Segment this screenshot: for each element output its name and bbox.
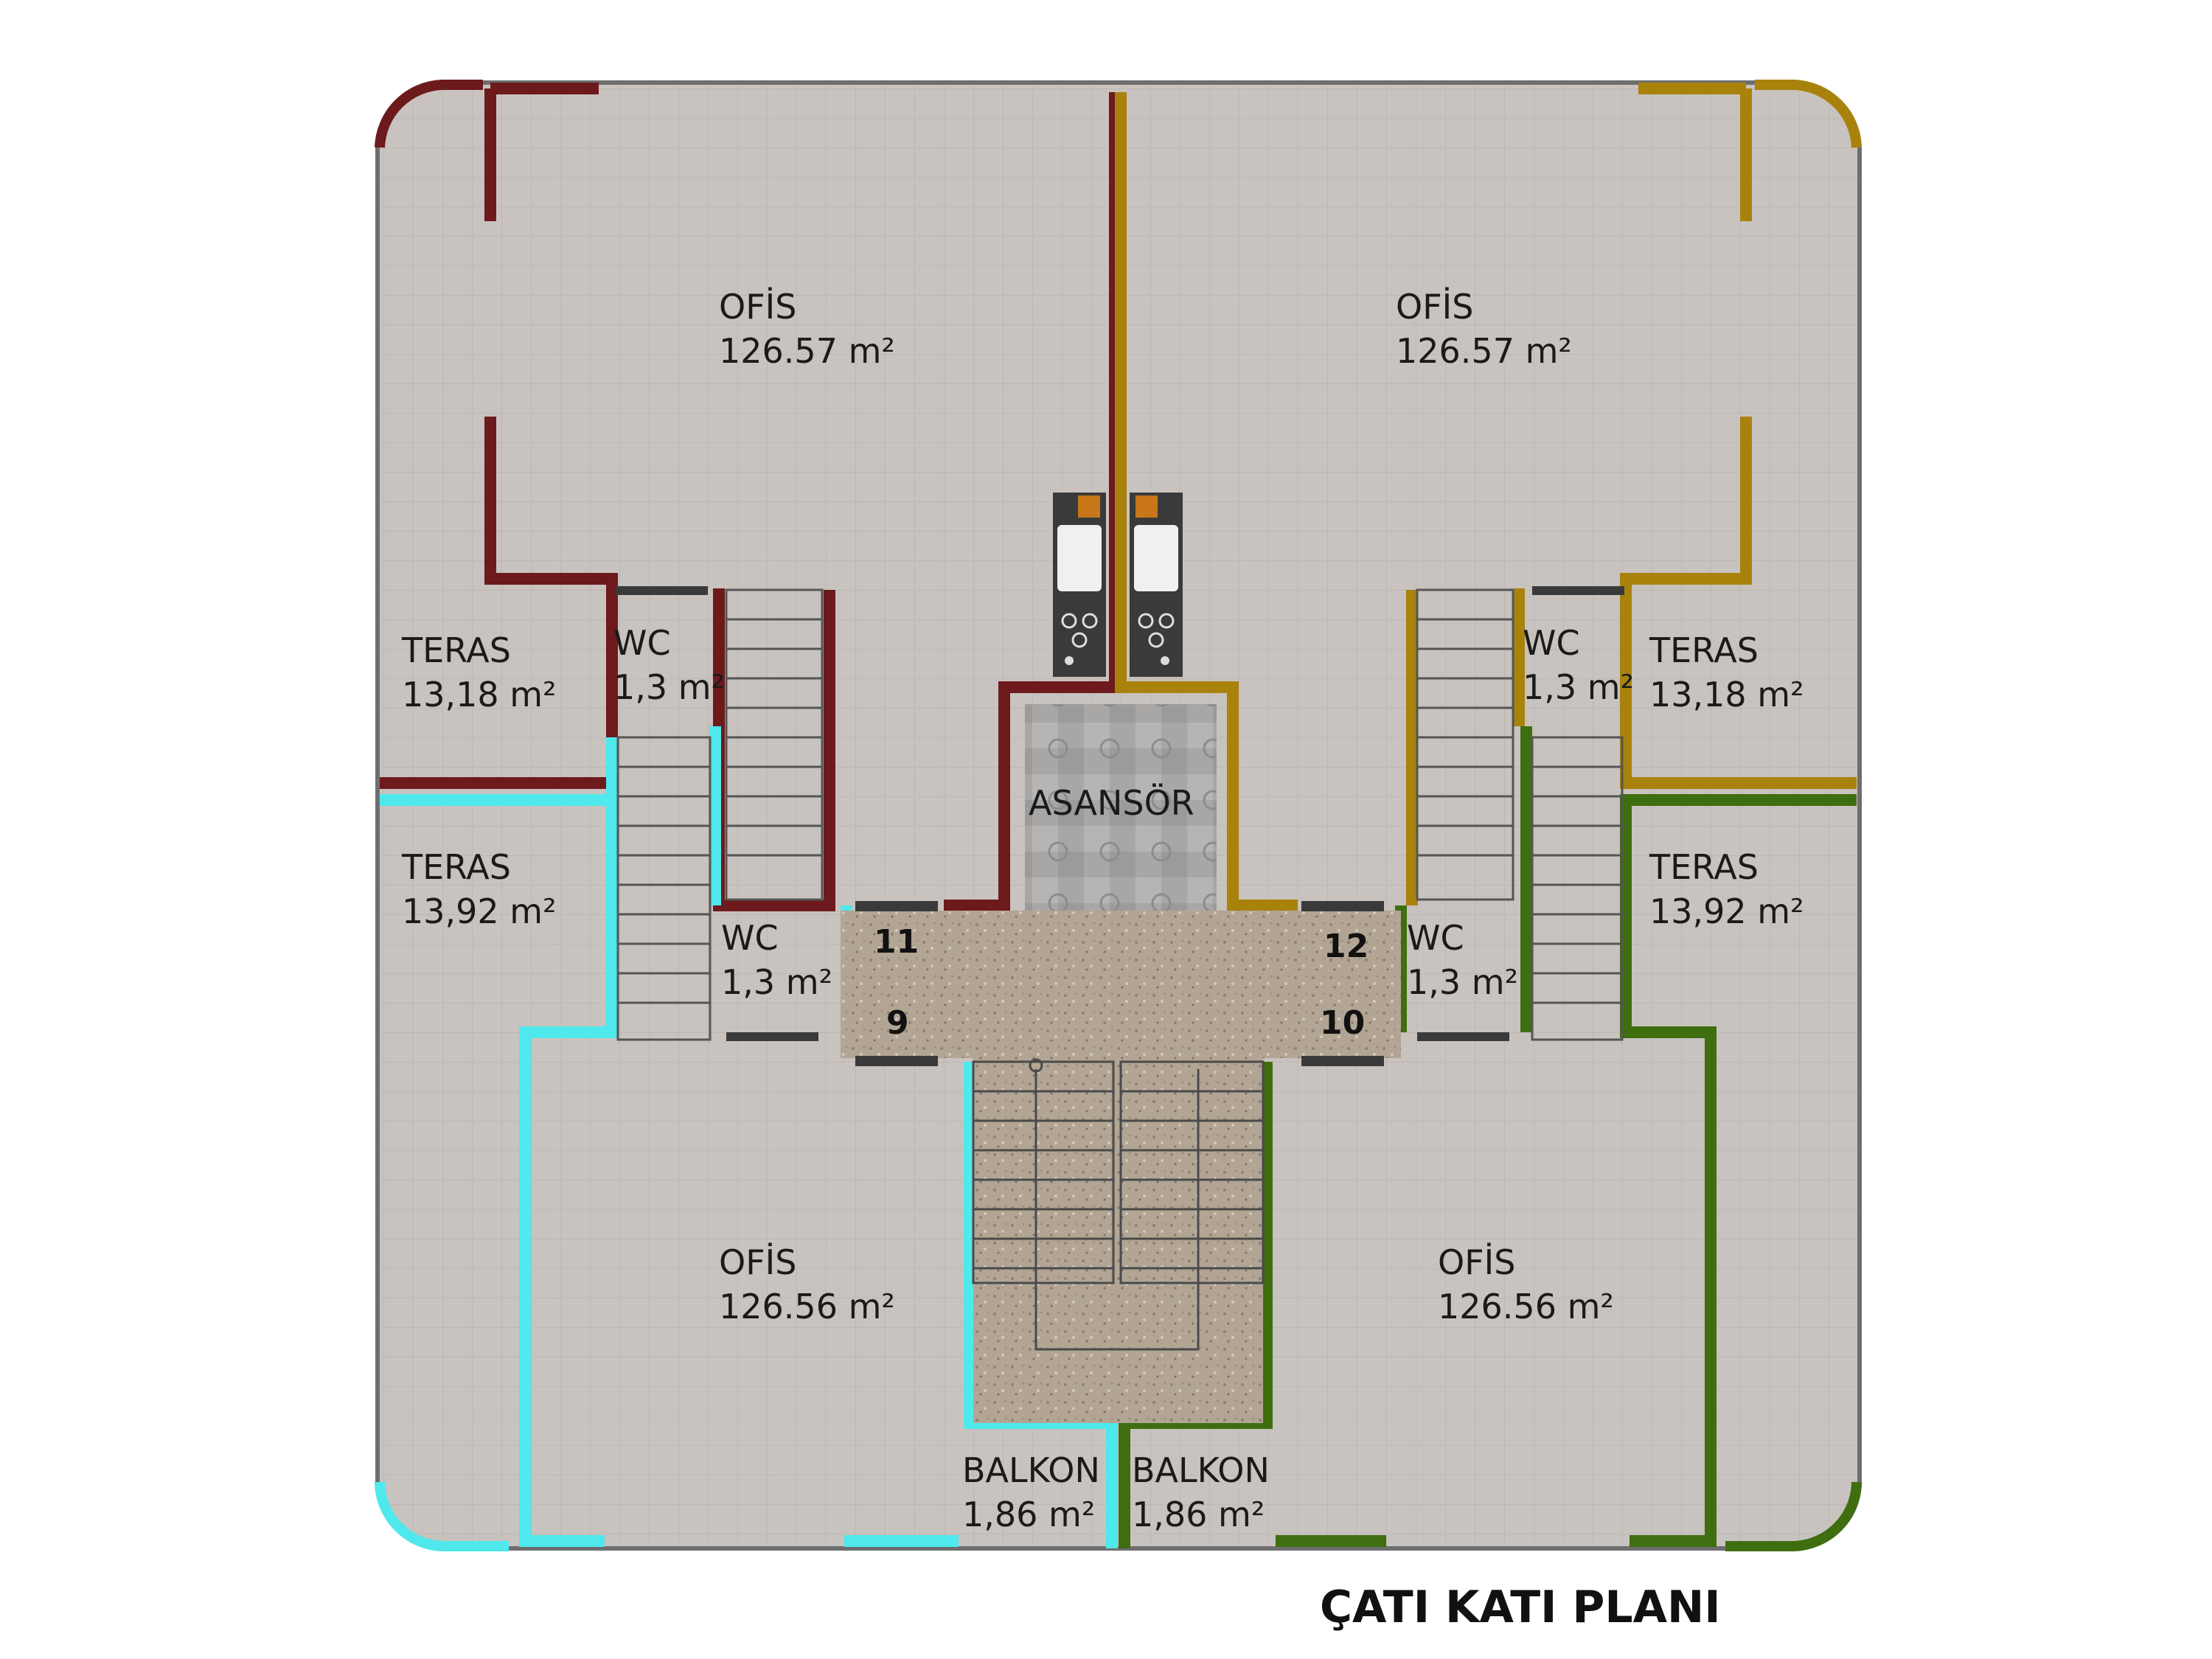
office-bottom-left-name: OFİS	[719, 1242, 796, 1282]
main-staircase	[972, 1058, 1265, 1351]
office-bottom-right-name: OFİS	[1438, 1242, 1515, 1282]
elevator-label: ASANSÖR	[1029, 783, 1194, 823]
office-top-left-area: 126.57 m²	[719, 331, 895, 371]
side-stair-left-upper	[725, 588, 824, 901]
side-stair-right-upper	[1416, 588, 1514, 901]
terrace-upper-left-name: TERAS	[401, 630, 511, 670]
corner-arc-bottom-right	[1725, 1481, 1862, 1551]
corner-arc-top-right	[1755, 80, 1862, 148]
terrace-lower-left-name: TERAS	[401, 847, 511, 887]
corner-arc-bottom-left	[375, 1481, 509, 1551]
balcony-left-name: BALKON	[962, 1450, 1100, 1490]
unit-number-12: 12	[1324, 928, 1368, 965]
kitchenette-left	[1053, 493, 1106, 677]
unit-number-10: 10	[1320, 1004, 1365, 1042]
unit-12-walls	[1115, 83, 1857, 911]
wc-lower-left-name: WC	[721, 918, 779, 958]
balcony-right-area: 1,86 m²	[1132, 1495, 1265, 1534]
terrace-upper-left-area: 13,18 m²	[402, 675, 557, 714]
central-hall	[841, 911, 1401, 1058]
balcony-right-name: BALKON	[1132, 1450, 1270, 1490]
side-stair-left-lower	[616, 736, 712, 1041]
unit-number-11: 11	[874, 923, 919, 961]
wc-lower-right-name: WC	[1407, 918, 1464, 958]
elevator-shaft	[1025, 704, 1217, 911]
office-bottom-left-area: 126.56 m²	[719, 1287, 895, 1326]
office-top-left-name: OFİS	[719, 287, 796, 327]
wc-lower-left-area: 1,3 m²	[721, 962, 832, 1002]
terrace-upper-right-name: TERAS	[1649, 630, 1759, 670]
office-top-right-area: 126.57 m²	[1396, 331, 1572, 371]
balcony-left-area: 1,86 m²	[962, 1495, 1095, 1534]
terrace-lower-right-name: TERAS	[1649, 847, 1759, 887]
doors	[616, 586, 1624, 1066]
kitchenette-right	[1130, 493, 1183, 677]
terrace-lower-right-area: 13,92 m²	[1649, 891, 1804, 931]
wc-lower-right-area: 1,3 m²	[1407, 962, 1518, 1002]
plan-title: ÇATI KATI PLANI	[1320, 1582, 1721, 1633]
office-bottom-right-area: 126.56 m²	[1438, 1287, 1614, 1326]
terrace-lower-left-area: 13,92 m²	[402, 891, 557, 931]
office-top-right-name: OFİS	[1396, 287, 1473, 327]
wc-upper-right-name: WC	[1523, 623, 1580, 663]
unit-number-9: 9	[886, 1004, 909, 1042]
corner-arc-top-left	[375, 80, 483, 148]
terrace-upper-right-area: 13,18 m²	[1649, 675, 1804, 714]
wc-upper-left-name: WC	[613, 623, 671, 663]
wc-upper-left-area: 1,3 m²	[613, 667, 725, 707]
main-stair-landing	[973, 1058, 1263, 1423]
side-stair-right-lower	[1531, 736, 1624, 1041]
wc-upper-right-area: 1,3 m²	[1523, 667, 1634, 707]
